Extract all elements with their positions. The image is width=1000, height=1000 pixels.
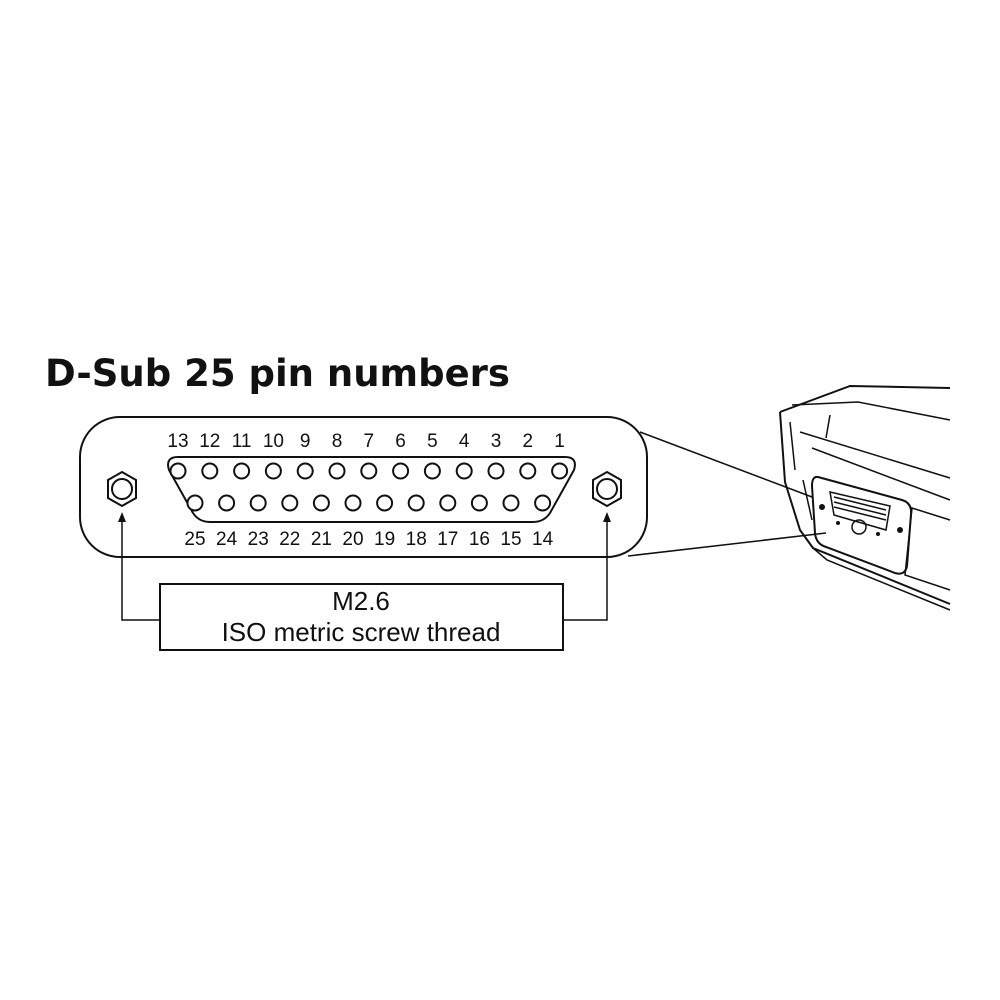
pin-17 xyxy=(439,494,457,512)
pin-23 xyxy=(249,494,267,512)
pin-22 xyxy=(281,494,299,512)
pin-24 xyxy=(218,494,236,512)
pin-9 xyxy=(296,462,314,480)
pin-label-5: 5 xyxy=(427,431,438,452)
device-illustration xyxy=(779,384,951,611)
bottom-pin-row xyxy=(186,494,552,512)
pin-label-20: 20 xyxy=(342,529,363,550)
pin-label-17: 17 xyxy=(437,529,458,550)
pin-16 xyxy=(470,494,488,512)
pin-1 xyxy=(551,462,569,480)
pin-label-10: 10 xyxy=(263,431,284,452)
bottom-pin-labels: 25 24 23 22 21 20 19 18 17 16 15 14 xyxy=(184,529,553,550)
pin-label-1: 1 xyxy=(554,431,565,452)
left-leader-arrow xyxy=(118,512,160,621)
screw-thread-label: ISO metric screw thread xyxy=(222,617,501,647)
connector-outline xyxy=(79,416,648,558)
zoom-line-top xyxy=(639,431,813,498)
left-hex-nut-icon xyxy=(107,470,137,508)
pin-label-22: 22 xyxy=(279,529,300,550)
screw-size-label: M2.6 xyxy=(332,586,390,616)
top-pin-row xyxy=(169,462,569,480)
pin-label-21: 21 xyxy=(311,529,332,550)
pin-label-25: 25 xyxy=(184,529,205,550)
pin-label-23: 23 xyxy=(248,529,269,550)
pin-label-15: 15 xyxy=(500,529,521,550)
pin-12 xyxy=(201,462,219,480)
pin-21 xyxy=(312,494,330,512)
pin-label-3: 3 xyxy=(491,431,502,452)
pin-18 xyxy=(407,494,425,512)
pin-label-13: 13 xyxy=(167,431,188,452)
pin-label-16: 16 xyxy=(469,529,490,550)
pin-label-24: 24 xyxy=(216,529,238,550)
zoom-line-bottom xyxy=(627,532,827,557)
pin-field-outline xyxy=(167,456,576,523)
pin-14 xyxy=(534,494,552,512)
pin-label-8: 8 xyxy=(332,431,343,452)
pin-7 xyxy=(360,462,378,480)
pin-5 xyxy=(423,462,441,480)
pin-13 xyxy=(169,462,187,480)
pin-label-12: 12 xyxy=(199,431,220,452)
diagram-title: D-Sub 25 pin numbers xyxy=(45,352,510,395)
pin-label-19: 19 xyxy=(374,529,395,550)
pin-25 xyxy=(186,494,204,512)
pin-label-14: 14 xyxy=(532,529,554,550)
pin-label-18: 18 xyxy=(406,529,427,550)
pin-6 xyxy=(392,462,410,480)
pin-label-7: 7 xyxy=(364,431,375,452)
right-leader-arrow xyxy=(563,512,611,621)
pin-2 xyxy=(519,462,537,480)
pin-3 xyxy=(487,462,505,480)
pin-4 xyxy=(455,462,473,480)
screw-note-box xyxy=(159,583,564,651)
pin-20 xyxy=(344,494,362,512)
pin-10 xyxy=(264,462,282,480)
pin-11 xyxy=(233,462,251,480)
pin-label-6: 6 xyxy=(395,431,406,452)
pin-8 xyxy=(328,462,346,480)
pin-label-9: 9 xyxy=(300,431,311,452)
right-hex-nut-icon xyxy=(592,470,622,508)
pin-label-2: 2 xyxy=(523,431,534,452)
pin-label-4: 4 xyxy=(459,431,470,452)
pin-label-11: 11 xyxy=(232,431,252,452)
pin-19 xyxy=(376,494,394,512)
pin-15 xyxy=(502,494,520,512)
